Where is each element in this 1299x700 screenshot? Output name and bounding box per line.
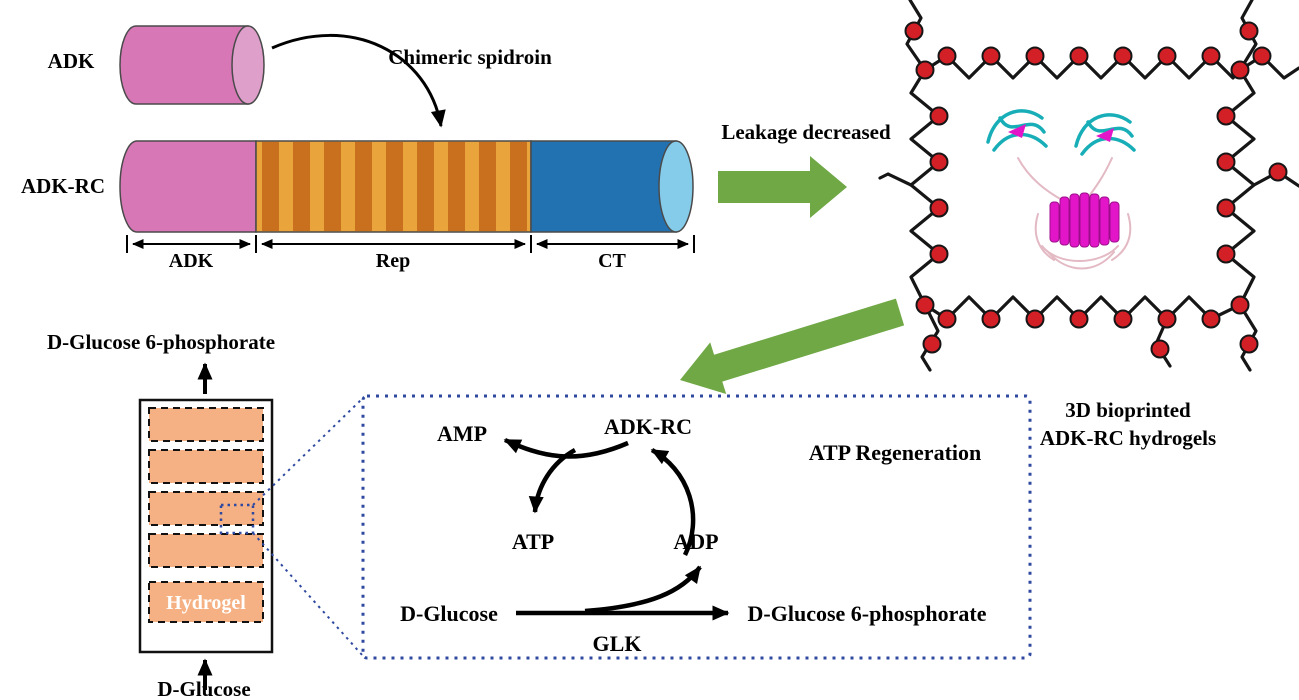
reaction-atp-label: ATP <box>512 529 554 554</box>
adkrc-ct-cap <box>658 140 694 233</box>
adkrc-to-amp-arrow <box>503 437 629 459</box>
network-caption-line1: 3D bioprinted <box>1065 398 1191 422</box>
ribbon-sheet-accents <box>1008 124 1114 142</box>
adkrc-construct <box>119 140 694 233</box>
reaction-cycle-arrows <box>503 437 730 621</box>
zoom-source-box <box>219 503 255 535</box>
chimeric-arrow <box>271 33 446 128</box>
adkrc-ct-segment <box>530 140 677 233</box>
leakage-label: Leakage decreased <box>721 120 891 144</box>
reaction-product-label: D-Glucose 6-phosphorate <box>748 601 987 626</box>
hydrogel-network <box>878 0 1299 372</box>
adkrc-construct-label: ADK-RC <box>21 174 105 198</box>
barrel-protein <box>1049 192 1120 248</box>
adkrc-to-atp-arc <box>528 448 577 514</box>
network-caption-line2: ADK-RC hydrogels <box>1040 426 1216 450</box>
reaction-amp-label: AMP <box>437 421 487 446</box>
zoom-connector-top <box>252 397 364 506</box>
column-substrate-label: D-Glucose <box>157 677 250 700</box>
reaction-panel-border <box>361 394 1032 660</box>
chimeric-arrow-label: Chimeric spidroin <box>388 45 552 69</box>
segment-label-rep: Rep <box>376 250 410 272</box>
adk-cylinder <box>119 25 265 105</box>
segment-label-ct: CT <box>598 250 626 272</box>
network-crosslink-dots <box>904 21 1288 359</box>
hydrogel-layers <box>148 407 264 623</box>
hydrogel-layer-label: Hydrogel <box>166 592 246 614</box>
reaction-enzyme-label: GLK <box>593 631 642 656</box>
green-arrows <box>680 156 905 394</box>
reaction-adkrc-label: ADK-RC <box>604 414 692 439</box>
segment-label-adk: ADK <box>169 250 214 272</box>
reaction-adp-label: ADP <box>673 529 718 554</box>
network-to-reaction-arrow <box>680 298 905 394</box>
zoom-callout <box>219 394 1032 660</box>
reaction-title: ATP Regeneration <box>809 440 982 465</box>
adk-cylinder-label: ADK <box>48 49 95 73</box>
segment-measurements <box>126 235 695 253</box>
leakage-arrow <box>718 156 847 218</box>
column-product-label: D-Glucose 6-phosphorate <box>47 330 275 354</box>
adkrc-pink-segment <box>119 140 257 233</box>
adp-to-adkrc-arc <box>650 448 696 556</box>
glk-to-adp-arrow <box>584 565 702 614</box>
rep-dark-stripes <box>262 142 527 231</box>
reaction-substrate-label: D-Glucose <box>400 601 498 626</box>
adk-cylinder-cap <box>231 25 265 105</box>
hydrogel-labeled-layer <box>148 581 264 623</box>
